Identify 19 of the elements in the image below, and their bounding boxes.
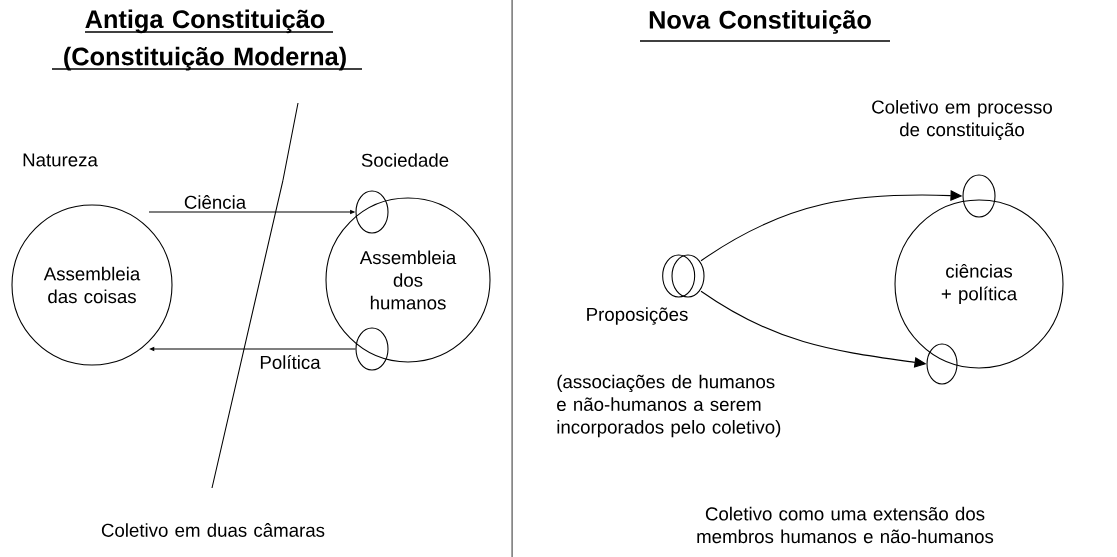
node-caption: Proposições — [587, 307, 688, 325]
node-caption: Coletivo em processo de constituição — [872, 99, 1052, 141]
caption: Coletivo em duas câmaras — [101, 523, 325, 537]
circle-node: Assembleia das coisas — [11, 204, 173, 366]
node-caption: Sociedade — [361, 153, 449, 167]
node-caption: Natureza — [23, 153, 98, 167]
ellipse — [355, 190, 389, 234]
ellipse — [355, 327, 389, 371]
heading: Antiga Constituição (Constituição Moderna) — [51, 9, 363, 71]
caption: Coletivo como uma extensão dos membros humanos e não-humanos — [697, 506, 994, 544]
ellipse — [962, 174, 996, 218]
node-caption: (associações de humanos e não-humanos a serem incorporados pelo coletivo) — [557, 374, 781, 438]
circle-node: Assembleia dos humanos — [325, 197, 491, 363]
heading: Nova Constituição — [639, 10, 891, 42]
edge-label: Política — [258, 353, 322, 371]
ellipse — [662, 254, 705, 298]
circle-node: ciências + política — [894, 199, 1064, 369]
ellipse — [926, 343, 958, 385]
edge-label: Ciência — [182, 193, 248, 211]
